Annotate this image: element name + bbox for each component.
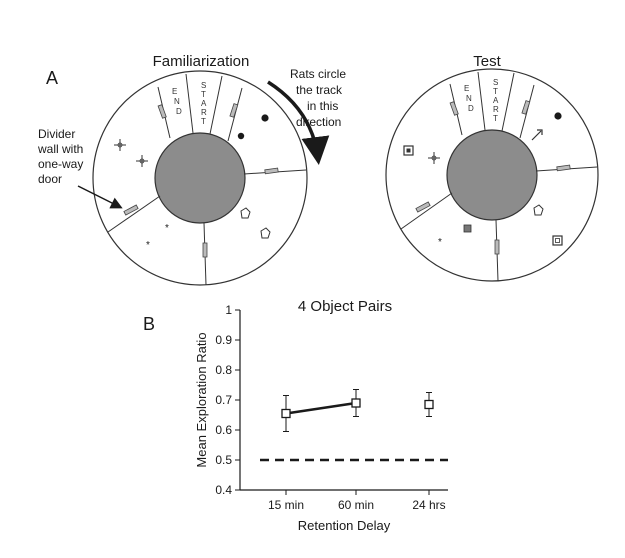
chart-title: 4 Object Pairs [298,298,392,315]
svg-text:T: T [201,90,206,99]
y-tick-label: 0.5 [215,453,232,467]
x-tick-label: 24 hrs [412,498,445,512]
y-tick-label: 0.8 [215,363,232,377]
segment-divider [400,192,453,230]
x-axis-label: Retention Delay [298,518,391,533]
chart: 0.4 0.5 0.6 0.7 0.8 0.9 1 15 min 60 min 24 hrs [215,303,448,512]
object-shape-icon [240,207,251,219]
door-icon [494,239,500,255]
svg-text:door: door [38,172,62,186]
object-cross-icon [114,139,126,151]
svg-text:E: E [172,87,177,96]
segment-start-label: S T A R T [201,81,207,126]
direction-arrow-icon [267,80,330,165]
segment-divider [477,71,486,131]
svg-text:T: T [493,87,498,96]
series-line [285,401,357,415]
door-icon [415,201,431,213]
object-star-icon: * [165,223,169,234]
segment-start-label: S T A R T [493,78,499,123]
svg-text:T: T [493,114,498,123]
test-title: Test [473,53,501,70]
svg-text:N: N [174,97,180,106]
data-point [351,398,361,408]
familiarization-title: Familiarization [153,53,250,70]
svg-text:E: E [464,84,469,93]
svg-text:one-way: one-way [38,157,83,171]
object-shape-icon [533,204,544,216]
y-axis-label: Mean Exploration Ratio [194,332,209,467]
svg-text:R: R [493,105,499,114]
object-dot-icon [554,112,562,120]
object-arrow-icon [531,129,543,141]
svg-text:in this: in this [307,99,338,113]
divider-arrow-icon [77,185,123,209]
object-star-icon: * [146,240,150,251]
panel-b-letter: B [143,314,155,334]
direction-note: Rats circle the track in this direction [290,67,346,129]
svg-text:T: T [201,117,206,126]
svg-text:S: S [201,81,206,90]
segment-divider [185,73,194,134]
object-star-icon: * [438,237,442,248]
object-shape-icon [260,227,271,239]
object-square-icon [403,145,414,156]
svg-text:the track: the track [296,83,343,97]
segment-divider [107,195,161,233]
object-grid-icon [463,224,472,233]
y-tick-label: 1 [225,303,232,317]
segment-divider [501,72,515,132]
door-icon [229,103,239,118]
segment-end-label: E N D [464,84,474,113]
svg-text:wall with: wall with [37,142,83,156]
door-icon [157,104,167,119]
y-tick-label: 0.9 [215,333,232,347]
object-dot-icon [237,132,245,140]
y-tick-label: 0.7 [215,393,232,407]
y-tick-label: 0.4 [215,483,232,497]
data-point [424,399,434,410]
x-tick-label: 15 min [268,498,304,512]
svg-text:D: D [176,107,182,116]
svg-text:A: A [201,99,207,108]
door-icon [202,242,208,258]
svg-text:S: S [493,78,498,87]
svg-text:R: R [201,108,207,117]
svg-text:A: A [493,96,499,105]
test-track: E N D S T A R T [385,68,599,282]
object-square-icon [552,235,563,246]
segment-divider [209,75,223,135]
data-point [281,408,291,419]
door-icon [264,167,279,175]
door-icon [123,204,139,216]
divider-note: Divider wall with one-way door [37,127,83,186]
y-tick-label: 0.6 [215,423,232,437]
x-tick-label: 60 min [338,498,374,512]
door-icon [556,164,571,172]
object-cross-icon [136,155,148,167]
door-icon [521,100,531,115]
svg-text:Divider: Divider [38,127,75,141]
panel-a-letter: A [46,68,58,88]
door-icon [449,101,459,116]
familiarization-track: E N D S T A R T * * [92,70,308,286]
object-cross-icon [428,152,440,164]
object-dot-icon [261,114,269,122]
segment-end-label: E N D [172,87,182,116]
svg-text:Rats circle: Rats circle [290,67,346,81]
svg-text:N: N [466,94,472,103]
svg-text:D: D [468,104,474,113]
